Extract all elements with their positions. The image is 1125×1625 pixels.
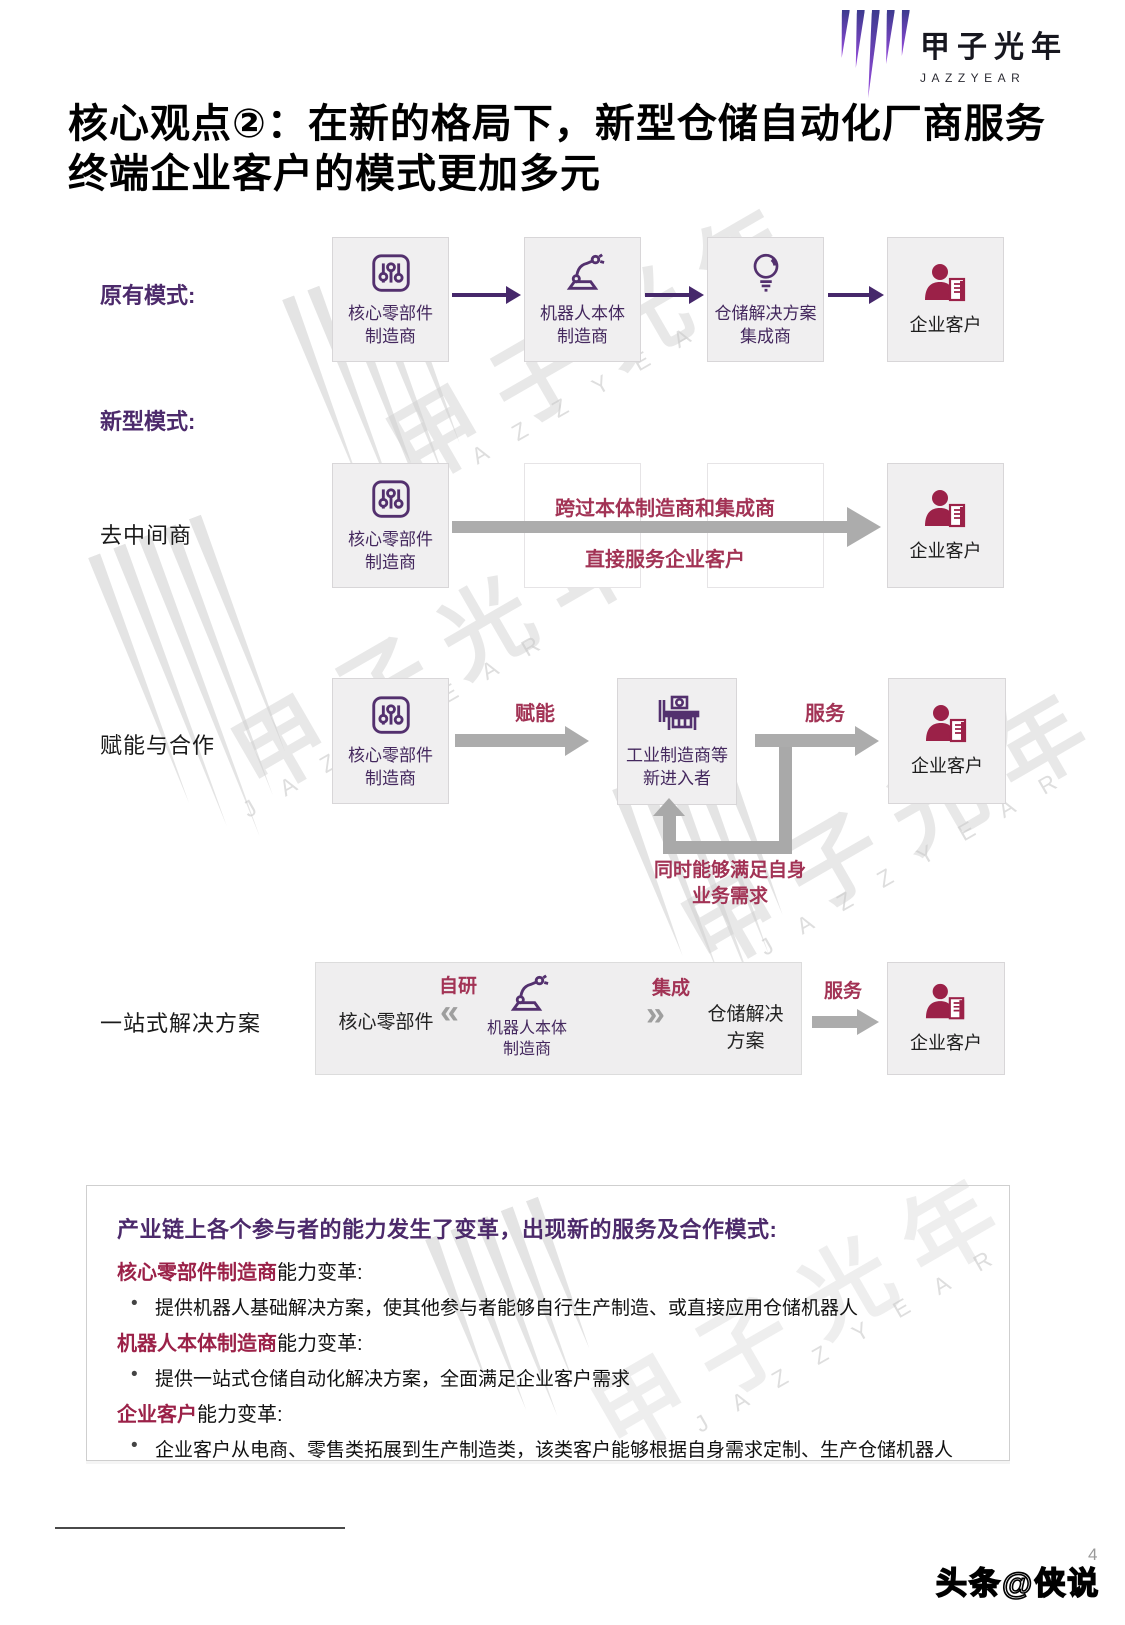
bypass-note-bottom: 直接服务企业客户 bbox=[585, 549, 745, 571]
node-label: 企业客户 bbox=[909, 540, 982, 561]
node-label: 企业客户 bbox=[910, 1032, 982, 1053]
node-enterprise-customer: 企业客户 bbox=[887, 237, 1004, 362]
old-mode-label: 原有模式: bbox=[100, 283, 196, 308]
row-label-enable: 赋能与合作 bbox=[100, 733, 216, 758]
lightbulb-icon bbox=[753, 253, 778, 292]
insight-term-line: 企业客户能力变革: bbox=[117, 1398, 979, 1427]
industrial-machine-icon bbox=[658, 695, 700, 731]
node-industrial-newcomers: 工业制造商等 新进入者 bbox=[617, 678, 737, 805]
insight-term: 企业客户 bbox=[117, 1404, 197, 1426]
footnote-divider bbox=[55, 1527, 345, 1529]
node-enterprise-customer: 企业客户 bbox=[888, 678, 1006, 804]
brand-name-cn: 甲子光年 bbox=[920, 31, 1068, 64]
feedback-loop-arrowhead bbox=[653, 798, 685, 816]
node-label: 企业客户 bbox=[911, 756, 983, 777]
insight-term-line: 核心零部件制造商能力变革: bbox=[117, 1256, 979, 1285]
flow-arrow bbox=[645, 293, 689, 297]
enable-arrow-label: 赋能 bbox=[515, 703, 555, 725]
node-label: 核心零部件 制造商 bbox=[348, 304, 433, 346]
feedback-loop-segment bbox=[663, 815, 676, 845]
double-chevron-left-icon: « bbox=[440, 993, 459, 1031]
source-watermark: 头条@侠说 bbox=[935, 1565, 1101, 1602]
serve-arrow-label: 服务 bbox=[805, 703, 845, 725]
bypass-arrow bbox=[452, 521, 847, 533]
feedback-loop-segment bbox=[779, 747, 792, 847]
row-label-disintermediation: 去中间商 bbox=[100, 523, 193, 548]
feedback-note: 同时能够满足自身 业务需求 bbox=[653, 860, 806, 907]
enterprise-customer-icon bbox=[925, 983, 965, 1020]
node-label: 机器人本体 制造商 bbox=[540, 304, 625, 346]
sliders-icon bbox=[371, 480, 410, 518]
flow-arrow bbox=[452, 293, 506, 297]
brand-logo-text: 甲子光年 JAZZYEAR bbox=[920, 10, 1068, 98]
insight-bullet: 提供一站式仓储自动化解决方案，全面满足企业客户需求 bbox=[117, 1364, 979, 1391]
node-label: 企业客户 bbox=[909, 314, 982, 335]
new-mode-label: 新型模式: bbox=[100, 409, 196, 434]
robot-arm-icon bbox=[510, 974, 549, 1011]
page-number: 4 bbox=[1088, 1545, 1098, 1564]
node-core-components: 核心零部件 制造商 bbox=[332, 237, 449, 362]
node-solution-integrator: 仓储解决方案 集成商 bbox=[707, 237, 824, 362]
insight-box: 产业链上各个参与者的能力发生了变革，出现新的服务及合作模式: 核心零部件制造商能… bbox=[86, 1185, 1010, 1461]
sliders-icon bbox=[371, 695, 410, 734]
insight-heading: 产业链上各个参与者的能力发生了变革，出现新的服务及合作模式: bbox=[117, 1217, 778, 1242]
enterprise-customer-icon bbox=[924, 263, 965, 301]
insight-term-line: 机器人本体制造商能力变革: bbox=[117, 1327, 979, 1356]
flow-arrow bbox=[828, 293, 869, 297]
insight-term: 核心零部件制造商 bbox=[117, 1262, 277, 1284]
self-research-tag: 自研 bbox=[438, 976, 477, 997]
enable-arrow bbox=[455, 734, 565, 747]
node-core-components: 核心零部件 制造商 bbox=[332, 678, 449, 804]
brand-name-en: JAZZYEAR bbox=[920, 71, 1026, 85]
node-label: 工业制造商等 新进入者 bbox=[626, 746, 728, 788]
serve-arrow-label: 服务 bbox=[823, 981, 862, 1002]
onestop-solution-label: 仓储解决 方案 bbox=[707, 1004, 784, 1052]
insight-bullet: 提供机器人基础解决方案，使其他参与者能够自行生产制造、或直接应用仓储机器人 bbox=[117, 1293, 979, 1320]
enterprise-customer-icon bbox=[926, 705, 967, 743]
sliders-icon bbox=[371, 254, 410, 292]
feedback-loop-segment bbox=[663, 841, 792, 854]
insight-bullet: 企业客户从电商、零售类拓展到生产制造类，该类客户能够根据自身需求定制、生产仓储机… bbox=[117, 1435, 979, 1462]
enterprise-customer-icon bbox=[924, 489, 965, 527]
serve-arrow bbox=[812, 1016, 857, 1028]
node-enterprise-customer: 企业客户 bbox=[887, 463, 1004, 588]
page-title: 核心观点②：在新的格局下，新型仓储自动化厂商服务终端企业客户的模式更加多元 bbox=[68, 102, 1046, 196]
insight-term-suffix: 能力变革: bbox=[277, 1333, 363, 1355]
watermark-letters-left: J A Z Z Y E A R bbox=[238, 624, 556, 823]
node-core-components: 核心零部件 制造商 bbox=[332, 463, 449, 588]
brand-logo-spikes-icon bbox=[834, 10, 910, 98]
node-label: 核心零部件 制造商 bbox=[348, 745, 433, 788]
brand-logo: 甲子光年 JAZZYEAR bbox=[838, 10, 1068, 98]
robot-arm-icon bbox=[566, 253, 604, 290]
node-label: 核心零部件 制造商 bbox=[348, 530, 433, 572]
onestop-component-label: 核心零部件 bbox=[338, 1012, 434, 1033]
row-label-onestop: 一站式解决方案 bbox=[100, 1011, 262, 1036]
serve-arrow bbox=[755, 734, 855, 747]
insight-term-suffix: 能力变革: bbox=[277, 1262, 363, 1284]
watermark-spikes-left bbox=[88, 558, 209, 880]
watermark-letters-right: J A Z Z Y E A R bbox=[755, 762, 1073, 961]
node-enterprise-customer: 企业客户 bbox=[887, 962, 1005, 1075]
insight-term: 机器人本体制造商 bbox=[117, 1333, 277, 1355]
onestop-box: 核心零部件 自研 « 机器人本体 制造商 集成 » 仓储解决 方案 bbox=[315, 962, 802, 1075]
node-robot-manufacturer: 机器人本体 制造商 bbox=[524, 237, 641, 362]
double-chevron-right-icon: » bbox=[646, 995, 665, 1033]
insight-term-suffix: 能力变革: bbox=[197, 1404, 283, 1426]
onestop-robot-label: 机器人本体 制造商 bbox=[486, 1020, 567, 1058]
bypass-note-top: 跨过本体制造商和集成商 bbox=[555, 498, 775, 520]
node-label: 仓储解决方案 集成商 bbox=[714, 304, 817, 346]
